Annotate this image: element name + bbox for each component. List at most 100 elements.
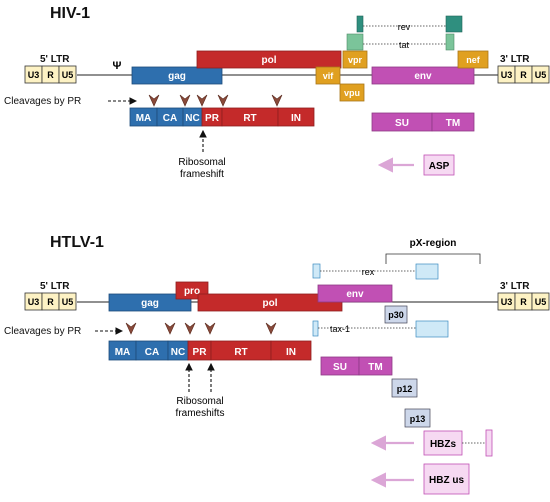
hiv-seg-ma: MA [136, 113, 152, 124]
hiv-5ltr-u3: U3 [28, 70, 40, 80]
hiv-asp-label: ASP [429, 161, 450, 172]
htlv-tm: TM [368, 362, 382, 373]
hiv-3ltr-label: 3' LTR [500, 54, 530, 65]
htlv-title: HTLV-1 [50, 234, 104, 251]
htlv-frameshift-label-1: Ribosomal [176, 396, 223, 407]
hiv-polyprotein: MA CA NC PR RT IN [129, 107, 315, 127]
hiv-gag [131, 66, 223, 85]
hiv-seg-nc: NC [185, 113, 199, 124]
hiv-nef [457, 50, 489, 69]
hiv-env [371, 66, 475, 85]
htlv-env-products: SU TM [320, 356, 393, 376]
htlv-3ltr-u3: U3 [501, 297, 513, 307]
htlv-pol-label: pol [263, 298, 278, 309]
htlv-seg-rt: RT [234, 347, 247, 358]
hiv-env-products: SU TM [371, 112, 475, 132]
hiv-seg-rt: RT [243, 113, 256, 124]
htlv-cleavage-label: Cleavages by PR [4, 326, 81, 337]
hiv-tat-exon2 [445, 33, 455, 51]
hiv-cleavage-mark [196, 94, 208, 107]
htlv-cleavage-mark [184, 322, 196, 335]
htlv-seg-ma: MA [115, 347, 131, 358]
htlv-cleavage-mark [204, 322, 216, 335]
hiv-vpu [339, 83, 365, 102]
htlv-5ltr-u3: U3 [28, 297, 40, 307]
htlv-seg-ca: CA [145, 347, 159, 358]
htlv-3ltr-label: 3' LTR [500, 281, 530, 292]
htlv-seg-nc: NC [171, 347, 185, 358]
hiv-rev-label: rev [398, 22, 411, 32]
htlv-pol [197, 293, 343, 312]
hiv-gag-label: gag [168, 71, 186, 82]
htlv-env [317, 284, 393, 303]
htlv-p12-box [391, 378, 418, 398]
hiv-cleavage-mark [271, 94, 283, 107]
hiv-nef-label: nef [466, 55, 481, 65]
hiv-cleavage-mark [217, 94, 229, 107]
hiv-seg-ca: CA [163, 113, 177, 124]
htlv-hbzs-box [423, 430, 463, 456]
htlv-pro-label: pro [184, 286, 200, 297]
hiv-3ltr-u3: U3 [501, 70, 513, 80]
hiv-tat-label: tat [399, 40, 410, 50]
htlv-hbzus-label: HBZ us [429, 475, 464, 486]
hiv-3ltr: U3 R U5 [497, 65, 550, 84]
htlv-cleavage-mark [164, 322, 176, 335]
htlv-5ltr: U3 R U5 [24, 292, 77, 311]
hiv-asp-box [423, 154, 455, 176]
htlv-px-region-label: pX-region [410, 238, 457, 249]
htlv-tax-label: tax-1 [330, 324, 350, 334]
hiv-5ltr-label: 5' LTR [40, 54, 70, 65]
htlv-cleavage-mark [125, 322, 137, 335]
hiv-vpu-label: vpu [344, 88, 360, 98]
htlv-3ltr-u5: U5 [535, 297, 547, 307]
hiv-cleavage-label: Cleavages by PR [4, 96, 81, 107]
htlv-tax-exon1 [312, 320, 319, 337]
htlv-p13-label: p13 [410, 414, 426, 424]
hiv-tat-exon1 [346, 33, 364, 51]
hiv-pol-label: pol [262, 55, 277, 66]
hiv-vif [315, 66, 341, 85]
hiv-5ltr-r: R [47, 70, 54, 80]
htlv-rex-label: rex [362, 267, 375, 277]
hiv-tm: TM [446, 118, 460, 129]
hiv-3ltr-r: R [520, 70, 527, 80]
htlv-polyprotein: MA CA NC PR RT IN [108, 340, 312, 361]
htlv-5ltr-label: 5' LTR [40, 281, 70, 292]
htlv-px-bracket [385, 253, 481, 264]
htlv-hbzs-label: HBZs [430, 439, 457, 450]
htlv-3ltr: U3 R U5 [497, 292, 550, 311]
hiv-vpr-label: vpr [348, 55, 363, 65]
hiv-rev-exon2 [445, 15, 463, 33]
hiv-frameshift-label-2: frameshift [180, 169, 224, 180]
htlv-rex-exon2 [415, 263, 439, 280]
hiv-seg-pr: PR [205, 113, 220, 124]
htlv-hbzs-exon [485, 429, 493, 457]
htlv-3ltr-r: R [520, 297, 527, 307]
hiv-cleavage-mark [148, 94, 160, 107]
hiv-frameshift-label-1: Ribosomal [178, 157, 225, 168]
htlv-frameshift-label-2: frameshifts [176, 408, 225, 419]
hiv-rev-exon1 [356, 15, 364, 33]
hiv-5ltr: U3 R U5 [24, 65, 77, 84]
htlv-5ltr-u5: U5 [62, 297, 74, 307]
hiv-vif-label: vif [323, 71, 335, 81]
htlv-p30-label: p30 [388, 310, 404, 320]
htlv-seg-pr: PR [193, 347, 208, 358]
hiv-5ltr-u5: U5 [62, 70, 74, 80]
htlv-gag [108, 293, 192, 312]
htlv-gag-label: gag [141, 298, 159, 309]
htlv-tax-exon2 [415, 320, 449, 338]
hiv-3ltr-u5: U5 [535, 70, 547, 80]
htlv-su: SU [333, 362, 347, 373]
htlv-rex-exon1 [312, 263, 321, 279]
hiv-title: HIV-1 [50, 5, 90, 22]
htlv-p30-box [384, 305, 408, 324]
hiv-vpr [342, 50, 368, 69]
hiv-env-label: env [414, 71, 432, 82]
htlv-seg-in: IN [286, 347, 296, 358]
hiv-psi: Ψ [113, 60, 122, 72]
htlv-p12-label: p12 [397, 384, 413, 394]
htlv-p13-box [404, 408, 431, 428]
